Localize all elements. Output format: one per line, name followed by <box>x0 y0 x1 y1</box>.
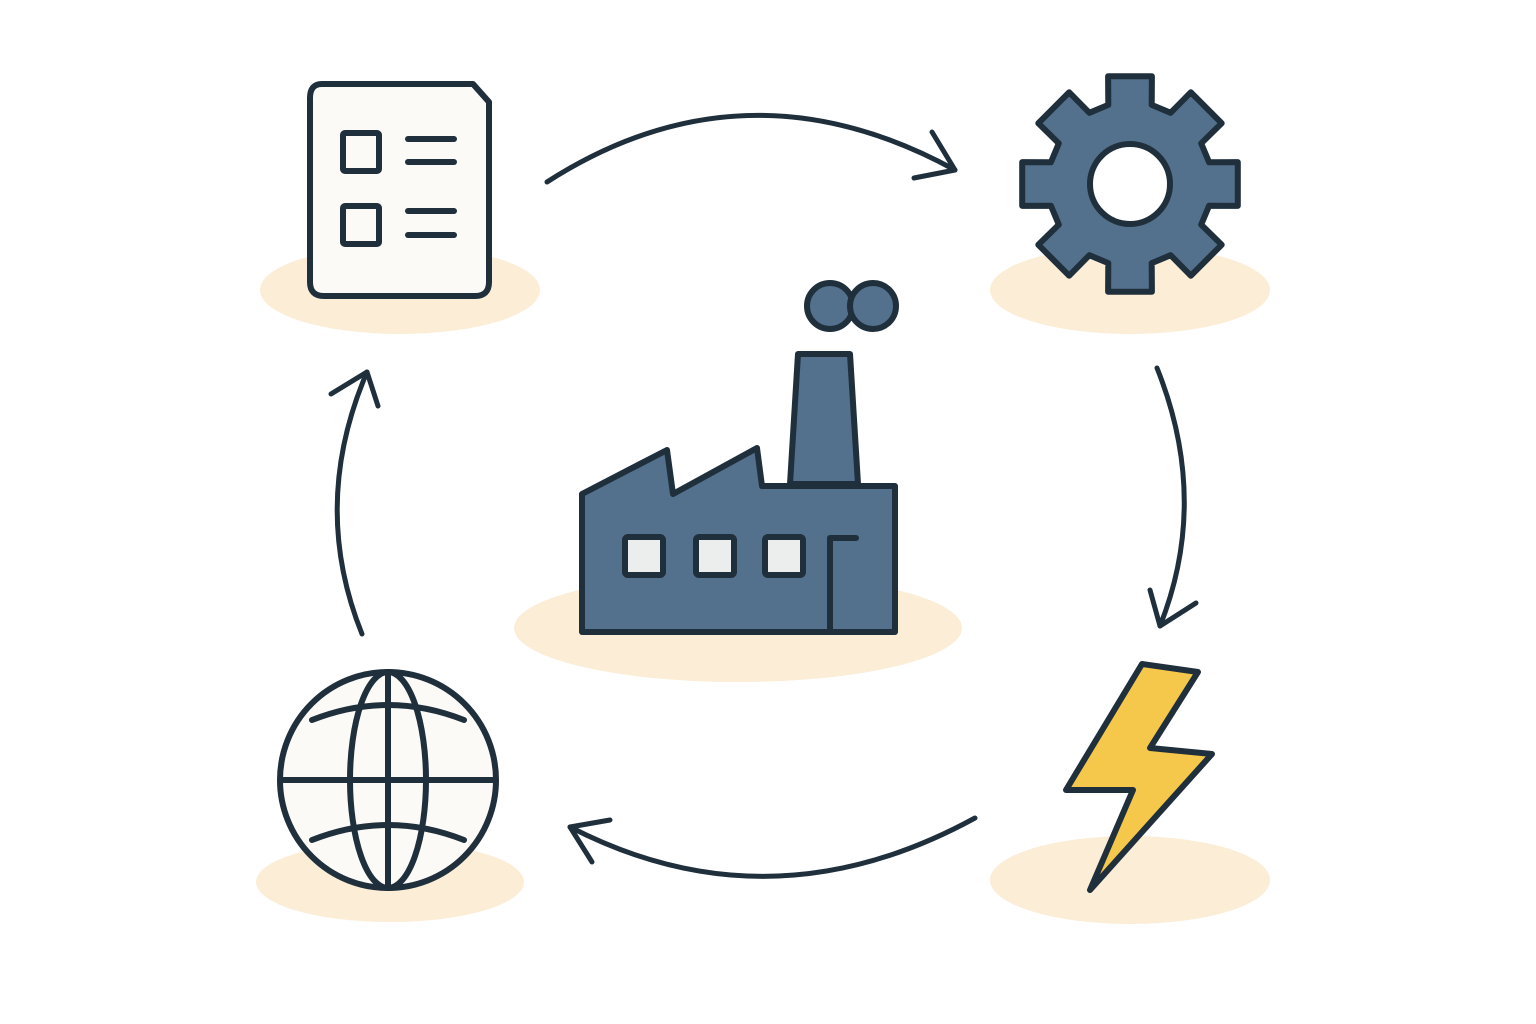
chimney <box>787 351 861 487</box>
factory-window <box>762 534 806 578</box>
checklist-document-icon <box>307 81 492 299</box>
checkbox <box>340 130 382 174</box>
bolt-shadow <box>990 836 1270 924</box>
flow-arrow-globe-to-document <box>328 369 381 637</box>
flow-arrow-bolt-to-globe <box>567 815 978 879</box>
lightning-bolt-icon <box>1063 661 1215 893</box>
factory-window <box>622 534 666 578</box>
flow-arrow-gear-to-bolt <box>1147 365 1199 629</box>
gear-icon <box>1019 73 1241 295</box>
checkbox <box>340 203 382 247</box>
smoke-puff <box>804 280 856 332</box>
smoke-puff <box>847 280 899 332</box>
flow-arrow-document-to-gear <box>544 112 958 185</box>
factory-building <box>579 445 898 635</box>
globe-icon <box>277 669 499 891</box>
factory-window <box>693 534 737 578</box>
factory-door <box>827 535 859 633</box>
gear-hole <box>1087 141 1173 227</box>
factory-icon <box>579 280 899 635</box>
